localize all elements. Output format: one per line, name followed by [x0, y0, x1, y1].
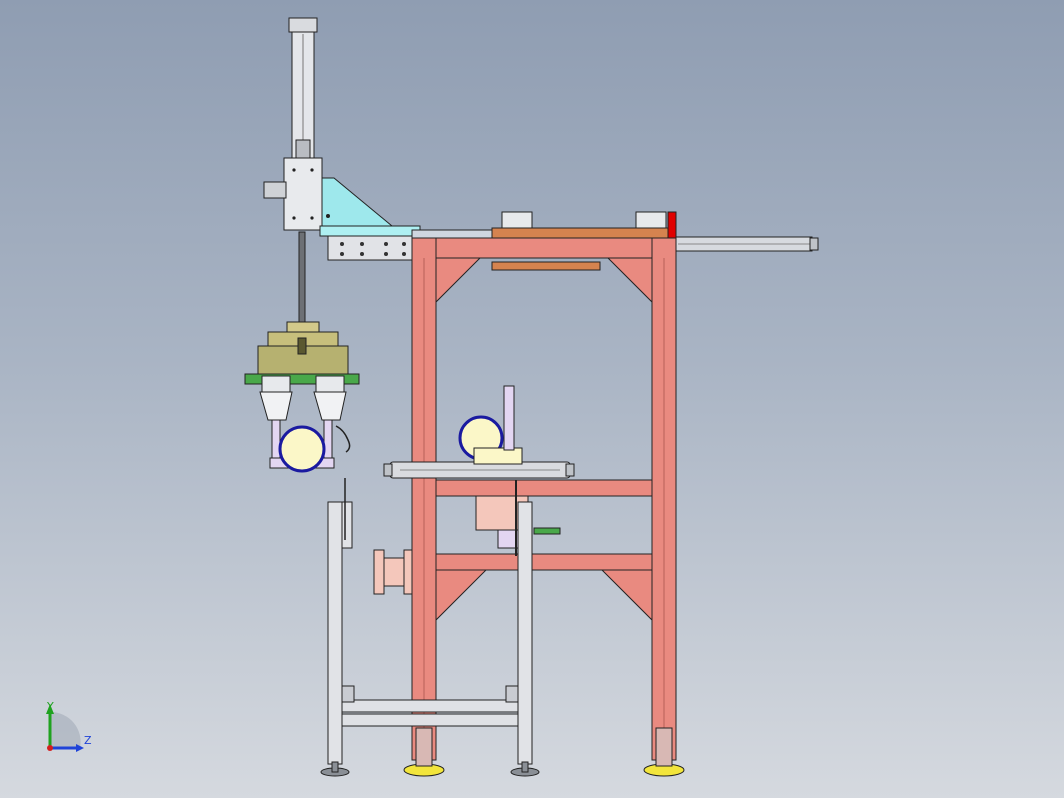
z-axis-label: Z	[84, 734, 92, 747]
flange-part	[373, 549, 413, 595]
slider-block	[263, 157, 323, 231]
main-frame	[403, 237, 685, 777]
support-bracket	[319, 177, 421, 237]
y-axis-label: Y	[46, 700, 54, 713]
axis-triad: Y Z	[46, 700, 92, 752]
front-stand	[320, 478, 540, 777]
gripper-head	[244, 321, 360, 473]
x-axis-dot	[47, 745, 53, 751]
mounting-plate	[327, 235, 413, 261]
vertical-cylinder	[288, 17, 318, 328]
